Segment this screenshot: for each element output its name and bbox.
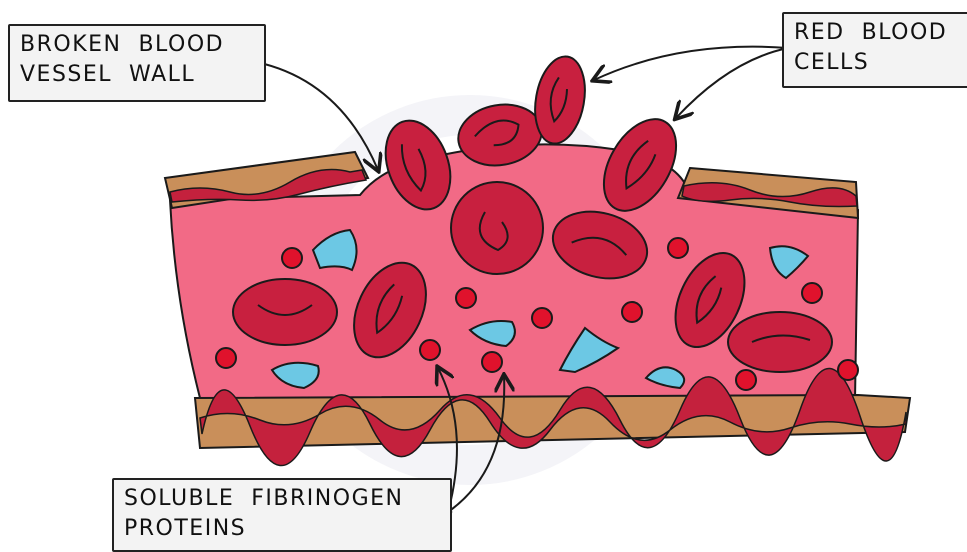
fibrinogen-7 xyxy=(420,340,440,360)
label-line: RED BLOOD xyxy=(794,18,960,48)
label-red-blood-cells: RED BLOOD CELLS xyxy=(782,12,967,88)
label-line: CELLS xyxy=(794,48,960,78)
label-line: PROTEINS xyxy=(124,514,440,544)
fibrinogen-10 xyxy=(838,360,858,380)
fibrinogen-4 xyxy=(532,308,552,328)
rbc-7 xyxy=(233,279,337,345)
fibrinogen-9 xyxy=(216,348,236,368)
fibrinogen-11 xyxy=(736,370,756,390)
arrow-rbc-1 xyxy=(594,47,788,80)
fibrinogen-5 xyxy=(622,302,642,322)
fibrinogen-6 xyxy=(802,283,822,303)
fibrinogen-1 xyxy=(282,248,302,268)
label-line: SOLUBLE FIBRINOGEN xyxy=(124,484,440,514)
arrow-rbc-2 xyxy=(676,48,788,118)
label-broken-blood-vessel-wall: BROKEN BLOOD VESSEL WALL xyxy=(8,24,266,102)
rbc-10 xyxy=(728,312,832,372)
label-soluble-fibrinogen-proteins: SOLUBLE FIBRINOGEN PROTEINS xyxy=(112,478,452,552)
rbc-5 xyxy=(451,182,543,274)
fibrinogen-8 xyxy=(482,352,502,372)
label-line: VESSEL WALL xyxy=(20,60,254,90)
fibrinogen-3 xyxy=(456,288,476,308)
fibrinogen-2 xyxy=(668,238,688,258)
label-line: BROKEN BLOOD xyxy=(20,30,254,60)
